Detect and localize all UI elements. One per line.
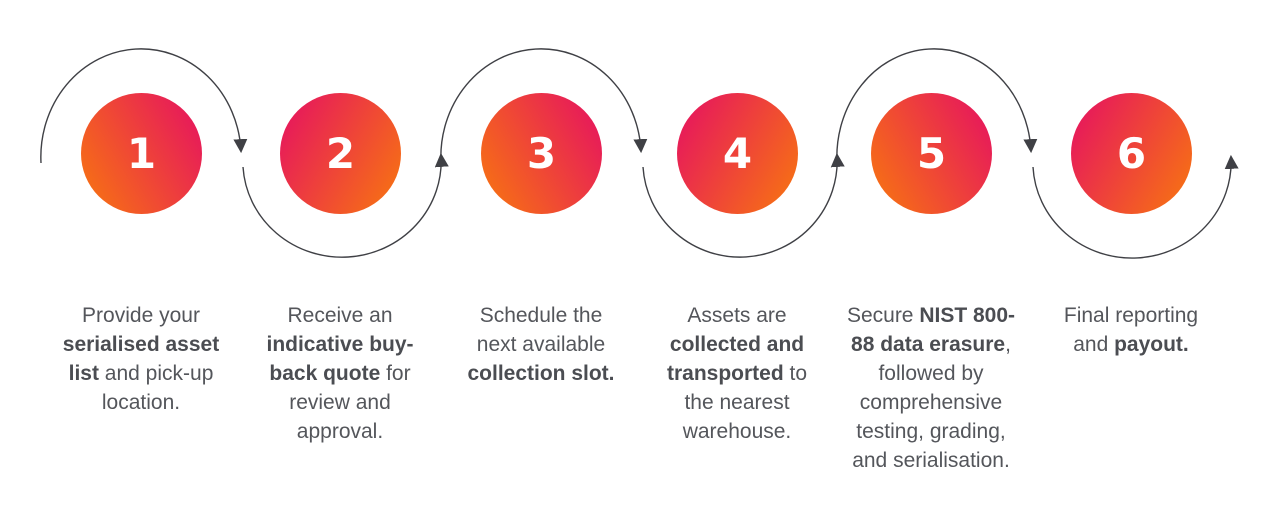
flow-arrows xyxy=(40,48,1239,259)
description-text: warehouse. xyxy=(682,420,792,443)
process-step: 4 Assets are collected and transported to t… xyxy=(632,0,842,510)
description-text: , xyxy=(1005,333,1011,356)
description-text: and pick-up xyxy=(98,362,214,385)
description-text: for xyxy=(380,362,411,385)
step-number: 6 xyxy=(1116,128,1147,178)
arc-over-step-5 xyxy=(836,48,1038,164)
description-text: Final reporting xyxy=(1063,304,1199,327)
step-circle: 1 xyxy=(81,93,202,214)
arc-over-step-1 xyxy=(40,48,248,164)
description-text: indicative buy- xyxy=(266,333,414,356)
description-line: testing, grading, xyxy=(812,417,1050,446)
description-text: approval. xyxy=(296,420,384,443)
description-line: and serialisation. xyxy=(812,446,1050,475)
description-line: back quote for xyxy=(221,359,459,388)
description-text: the nearest xyxy=(684,391,790,414)
description-text: collection slot. xyxy=(467,362,615,385)
process-step: 1 Provide your serialised asset list and p… xyxy=(36,0,246,510)
description-line: review and xyxy=(221,388,459,417)
description-line: 88 data erasure, xyxy=(812,330,1050,359)
description-text: Receive an xyxy=(287,304,393,327)
description-text: and xyxy=(1073,333,1115,356)
description-text: back quote xyxy=(269,362,381,385)
description-line: transported to xyxy=(618,359,856,388)
description-text: next available xyxy=(476,333,606,356)
process-step: 2 Receive an indicative buy-back quote fo… xyxy=(235,0,445,510)
step-circle: 4 xyxy=(677,93,798,214)
description-line: Receive an xyxy=(221,301,459,330)
step-description: Provide your serialised asset list and pic… xyxy=(22,301,260,417)
step-description: Final reporting and payout. xyxy=(1012,301,1250,359)
description-line: next available xyxy=(422,330,660,359)
description-text: payout. xyxy=(1114,333,1189,356)
description-text: testing, grading, xyxy=(856,420,1006,443)
description-text: Assets are xyxy=(687,304,787,327)
description-line: list and pick-up xyxy=(22,359,260,388)
description-text: collected and xyxy=(669,333,805,356)
description-line: indicative buy- xyxy=(221,330,459,359)
description-line: collection slot. xyxy=(422,359,660,388)
description-line: comprehensive xyxy=(812,388,1050,417)
description-line: warehouse. xyxy=(618,417,856,446)
description-text: NIST 800- xyxy=(919,304,1016,327)
step-description: Schedule the next available collection slo… xyxy=(422,301,660,388)
description-text: list xyxy=(68,362,99,385)
arc-under-step-6 xyxy=(1032,154,1239,259)
description-text: to xyxy=(783,362,808,385)
description-text: and serialisation. xyxy=(852,449,1010,472)
description-text: Provide your xyxy=(82,304,200,327)
description-text: review and xyxy=(289,391,391,414)
step-description: Secure NIST 800-88 data erasure,followed… xyxy=(812,301,1050,475)
description-line: location. xyxy=(22,388,260,417)
step-number: 4 xyxy=(722,128,753,178)
description-text: Schedule the xyxy=(479,304,603,327)
description-text: 88 data erasure xyxy=(851,333,1006,356)
description-text: Secure xyxy=(846,304,920,327)
process-step: 5 Secure NIST 800- 88 data erasure, follow… xyxy=(826,0,1036,510)
step-description: Assets are collected and transported to the… xyxy=(618,301,856,446)
step-circle: 3 xyxy=(481,93,602,214)
process-step: 6 Final reporting and payout. xyxy=(1026,0,1236,510)
step-circle: 5 xyxy=(871,93,992,214)
description-line: Secure NIST 800- xyxy=(812,301,1050,330)
arc-under-step-4 xyxy=(642,152,845,258)
step-circle: 6 xyxy=(1071,93,1192,214)
description-line: serialised asset xyxy=(22,330,260,359)
arc-over-step-3 xyxy=(440,48,648,164)
description-text: followed by xyxy=(878,362,984,385)
description-line: Provide your xyxy=(22,301,260,330)
description-line: followed by xyxy=(812,359,1050,388)
arc-under-step-2 xyxy=(242,152,449,258)
description-line: Assets are xyxy=(618,301,856,330)
description-line: the nearest xyxy=(618,388,856,417)
description-line: Schedule the xyxy=(422,301,660,330)
description-line: Final reporting xyxy=(1012,301,1250,330)
description-line: approval. xyxy=(221,417,459,446)
description-text: location. xyxy=(101,391,181,414)
step-number: 2 xyxy=(325,128,356,178)
step-circle: 2 xyxy=(280,93,401,214)
step-description: Receive an indicative buy-back quote for r… xyxy=(221,301,459,446)
step-number: 3 xyxy=(526,128,557,178)
description-text: serialised asset xyxy=(62,333,220,356)
description-line: and payout. xyxy=(1012,330,1250,359)
step-number: 5 xyxy=(916,128,947,178)
step-number: 1 xyxy=(126,128,157,178)
description-line: collected and xyxy=(618,330,856,359)
description-text: transported xyxy=(666,362,784,385)
process-step: 3 Schedule the next available collection s… xyxy=(436,0,646,510)
description-text: comprehensive xyxy=(859,391,1003,414)
